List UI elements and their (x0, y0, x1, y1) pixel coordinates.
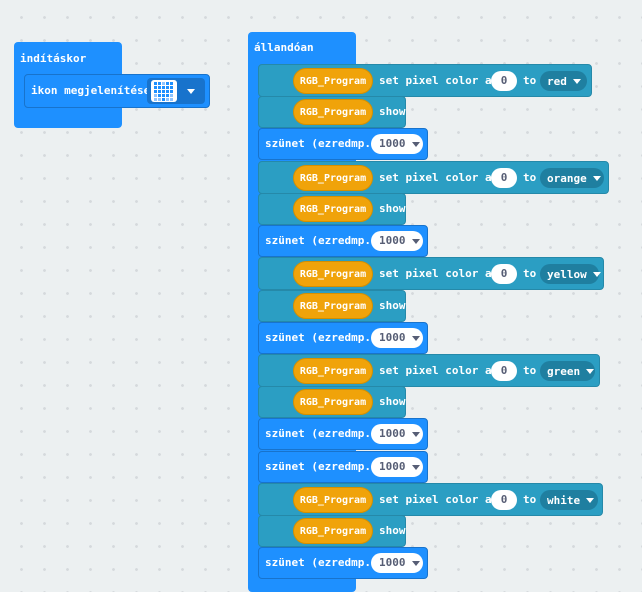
color-dropdown-value: white (547, 493, 581, 507)
rgb-program-variable[interactable]: RGB_Program (293, 293, 373, 319)
icon-picker-dropdown[interactable] (147, 78, 205, 104)
show-block[interactable]: RGB_Program show (258, 290, 406, 322)
to-label: to (523, 493, 537, 506)
pause-label: szünet (ezredmp.) (265, 556, 378, 569)
pixel-index-input[interactable]: 0 (491, 490, 517, 510)
pixel-index-input[interactable]: 0 (491, 168, 517, 188)
show-label: show (379, 105, 406, 118)
pause-label: szünet (ezredmp.) (265, 460, 378, 473)
heart-icon (151, 80, 177, 102)
set-pixel-color-label: set pixel color at (379, 493, 499, 506)
chevron-down-icon[interactable] (411, 335, 420, 341)
pause-duration-dropdown[interactable]: 1000 (371, 424, 423, 444)
show-label: show (379, 202, 406, 215)
pixel-index-input[interactable]: 0 (491, 71, 517, 91)
pause-label: szünet (ezredmp.) (265, 427, 378, 440)
chevron-down-icon[interactable] (592, 271, 601, 277)
pause-duration-dropdown[interactable]: 1000 (371, 231, 423, 251)
pause-duration-value: 1000 (379, 234, 406, 247)
chevron-down-icon[interactable] (572, 78, 581, 84)
color-dropdown-value: yellow (547, 267, 587, 281)
rgb-program-variable[interactable]: RGB_Program (293, 68, 373, 94)
chevron-down-icon[interactable] (411, 464, 420, 470)
color-dropdown-value: green (547, 364, 581, 378)
to-label: to (523, 74, 537, 87)
forever-header: állandóan (254, 41, 314, 54)
pause-block[interactable]: szünet (ezredmp.)1000 (258, 322, 428, 354)
color-dropdown[interactable]: orange (540, 168, 604, 188)
rgb-program-variable[interactable]: RGB_Program (293, 487, 373, 513)
show-label: show (379, 524, 406, 537)
chevron-down-icon[interactable] (411, 141, 420, 147)
pause-label: szünet (ezredmp.) (265, 137, 378, 150)
rgb-program-variable[interactable]: RGB_Program (293, 389, 373, 415)
show-label: show (379, 299, 406, 312)
chevron-down-icon[interactable] (586, 368, 595, 374)
set-pixel-color-label: set pixel color at (379, 364, 499, 377)
pixel-index-input[interactable]: 0 (491, 264, 517, 284)
pause-block[interactable]: szünet (ezredmp.)1000 (258, 128, 428, 160)
rgb-program-variable[interactable]: RGB_Program (293, 358, 373, 384)
show-block[interactable]: RGB_Program show (258, 515, 406, 547)
pause-block[interactable]: szünet (ezredmp.)1000 (258, 418, 428, 450)
chevron-down-icon[interactable] (411, 431, 420, 437)
show-block[interactable]: RGB_Program show (258, 96, 406, 128)
pause-duration-value: 1000 (379, 460, 406, 473)
pause-duration-dropdown[interactable]: 1000 (371, 134, 423, 154)
set-pixel-color-label: set pixel color at (379, 74, 499, 87)
chevron-down-icon[interactable] (411, 238, 420, 244)
pause-duration-value: 1000 (379, 427, 406, 440)
color-dropdown[interactable]: white (540, 490, 598, 510)
to-label: to (523, 171, 537, 184)
show-icon-block[interactable]: ikon megjelenítése: (24, 74, 210, 108)
pause-duration-dropdown[interactable]: 1000 (371, 328, 423, 348)
chevron-down-icon[interactable] (411, 560, 420, 566)
pause-duration-dropdown[interactable]: 1000 (371, 553, 423, 573)
color-dropdown[interactable]: yellow (540, 264, 601, 284)
on-start-header: indításkor (20, 52, 87, 65)
color-dropdown-value: orange (547, 171, 587, 185)
rgb-program-variable[interactable]: RGB_Program (293, 165, 373, 191)
rgb-program-variable[interactable]: RGB_Program (293, 99, 373, 125)
show-block[interactable]: RGB_Program show (258, 386, 406, 418)
rgb-program-variable[interactable]: RGB_Program (293, 196, 373, 222)
to-label: to (523, 364, 537, 377)
color-dropdown[interactable]: red (540, 71, 587, 91)
pause-block[interactable]: szünet (ezredmp.)1000 (258, 451, 428, 483)
pause-block[interactable]: szünet (ezredmp.)1000 (258, 547, 428, 579)
show-icon-label: ikon megjelenítése: (31, 84, 157, 97)
pause-duration-value: 1000 (379, 331, 406, 344)
pause-label: szünet (ezredmp.) (265, 234, 378, 247)
color-dropdown-value: red (547, 74, 567, 88)
rgb-program-variable[interactable]: RGB_Program (293, 518, 373, 544)
show-label: show (379, 395, 406, 408)
set-pixel-color-label: set pixel color at (379, 267, 499, 280)
pause-label: szünet (ezredmp.) (265, 331, 378, 344)
pause-duration-value: 1000 (379, 556, 406, 569)
chevron-down-icon[interactable] (586, 497, 595, 503)
color-dropdown[interactable]: green (540, 361, 595, 381)
rgb-program-variable[interactable]: RGB_Program (293, 261, 373, 287)
pause-block[interactable]: szünet (ezredmp.)1000 (258, 225, 428, 257)
pause-duration-value: 1000 (379, 137, 406, 150)
chevron-down-icon[interactable] (187, 89, 195, 94)
set-pixel-color-label: set pixel color at (379, 171, 499, 184)
chevron-down-icon[interactable] (592, 175, 601, 181)
pause-duration-dropdown[interactable]: 1000 (371, 457, 423, 477)
to-label: to (523, 267, 537, 280)
pixel-index-input[interactable]: 0 (491, 361, 517, 381)
show-block[interactable]: RGB_Program show (258, 193, 406, 225)
